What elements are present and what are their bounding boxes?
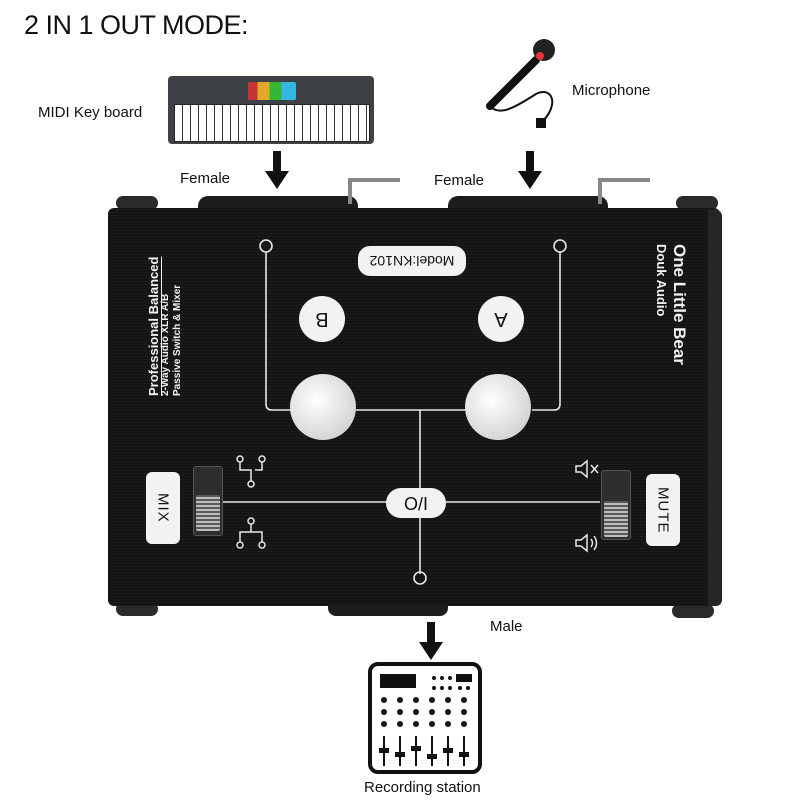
recording-station-label: Recording station: [364, 779, 481, 796]
product-description: Professional Balanced 2-Way Audio XLR A/…: [146, 246, 196, 396]
switch-box-side: [708, 210, 722, 606]
speaker-icon: [575, 533, 598, 553]
device-foot: [672, 604, 714, 618]
model-label: Model:KN102: [358, 246, 466, 276]
microphone-icon: [486, 39, 555, 128]
split-icon: [236, 455, 266, 488]
description-line-3: Passive Switch & Mixer: [172, 284, 183, 396]
brand-line-2: Douk Audio: [654, 244, 669, 317]
down-arrow-icon: [419, 622, 443, 660]
mix-toggle-switch[interactable]: [193, 466, 223, 536]
diagram-title: 2 IN 1 OUT MODE:: [24, 10, 249, 40]
description-line-1: Professional Balanced: [146, 256, 161, 396]
brand-line-1: One Little Bear: [670, 244, 689, 365]
speaker-muted-icon: [575, 459, 599, 479]
down-arrow-icon: [518, 151, 542, 189]
description-line-2: 2-Way Audio XLR A/B: [160, 293, 171, 396]
input-b-label: B: [299, 296, 345, 342]
female-input-left-label: Female: [180, 170, 231, 187]
brand-text: One Little Bear Douk Audio: [644, 244, 689, 394]
xlr-female-connector-b: [198, 196, 358, 210]
latch-icon: [598, 178, 650, 204]
mute-toggle-switch[interactable]: [601, 470, 631, 540]
device-foot: [116, 196, 158, 210]
recording-station-icon: [368, 662, 482, 774]
xlr-male-connector: [328, 604, 448, 616]
device-foot: [676, 196, 718, 210]
volume-knob-b[interactable]: [290, 374, 356, 440]
io-label: I/O: [386, 488, 446, 518]
microphone-label: Microphone: [572, 82, 651, 99]
input-a-label: A: [478, 296, 524, 342]
xlr-female-connector-a: [448, 196, 608, 210]
keyboard-keys: [174, 104, 370, 142]
keyboard-display: [248, 82, 296, 100]
female-input-right-label: Female: [434, 172, 485, 189]
mute-label: MUTE: [646, 474, 680, 546]
midi-keyboard-label: MIDI Key board: [38, 104, 143, 121]
male-output-label: Male: [490, 618, 523, 635]
volume-knob-a[interactable]: [465, 374, 531, 440]
mix-label: MIX: [146, 472, 180, 544]
latch-icon: [348, 178, 400, 204]
down-arrow-icon: [265, 151, 289, 189]
merge-icon: [236, 517, 266, 549]
